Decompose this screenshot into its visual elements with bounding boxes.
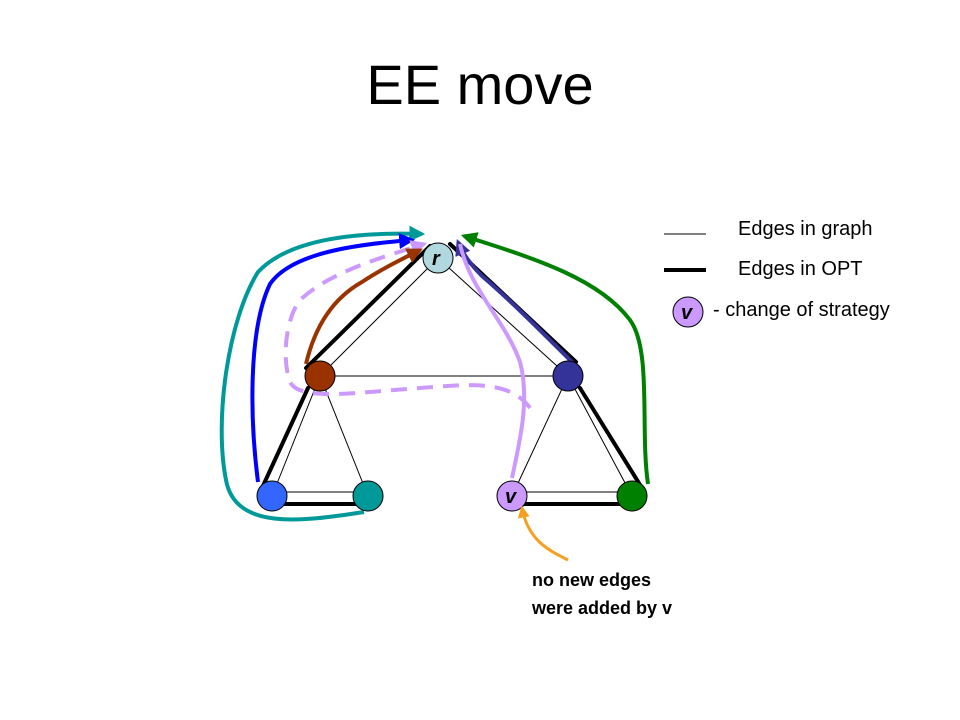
arrow-teal <box>219 225 426 522</box>
node-v <box>496 480 528 512</box>
node-v-label: v <box>505 486 518 508</box>
nodes <box>256 242 648 512</box>
opt-edge-left-bl1 <box>260 386 310 490</box>
legend-node-symbol <box>672 296 704 328</box>
node-right-mid <box>552 360 584 392</box>
opt-edge-right-br <box>578 386 644 490</box>
edge-left-bl1 <box>271 375 321 497</box>
node-bottom-left-2 <box>352 480 384 512</box>
opt-edge-r-left <box>304 244 432 370</box>
arrow-green <box>460 232 650 485</box>
edge-r-right <box>437 257 569 377</box>
arrow-brown <box>304 248 423 365</box>
slide-title: EE move <box>366 53 594 116</box>
node-root-label: r <box>432 248 441 270</box>
edge-r-left <box>319 257 439 377</box>
legend: Edges in graph Edges in OPT v - change o… <box>664 218 890 328</box>
legend-strategy-change-label: - change of strategy <box>713 299 890 321</box>
node-bottom-left-1 <box>256 480 288 512</box>
arrow-blue <box>250 233 416 483</box>
arrow-lavender-dashed <box>283 240 532 410</box>
arrow-lavender-solid <box>458 243 527 479</box>
graph-edges <box>271 257 633 497</box>
annotation-arrow <box>517 505 569 562</box>
annotation-line-1: no new edges <box>532 570 651 590</box>
annotation-line-2: were added by v <box>531 598 672 618</box>
edge-right-v <box>511 375 569 497</box>
legend-node-symbol-label: v <box>681 302 694 324</box>
legend-opt-edges-label: Edges in OPT <box>738 258 863 280</box>
node-bottom-right <box>616 480 648 512</box>
node-root <box>422 242 454 274</box>
arrow-navy <box>455 239 576 366</box>
node-left-mid <box>304 360 336 392</box>
edge-right-br <box>567 375 633 497</box>
legend-graph-edges-label: Edges in graph <box>738 218 873 240</box>
